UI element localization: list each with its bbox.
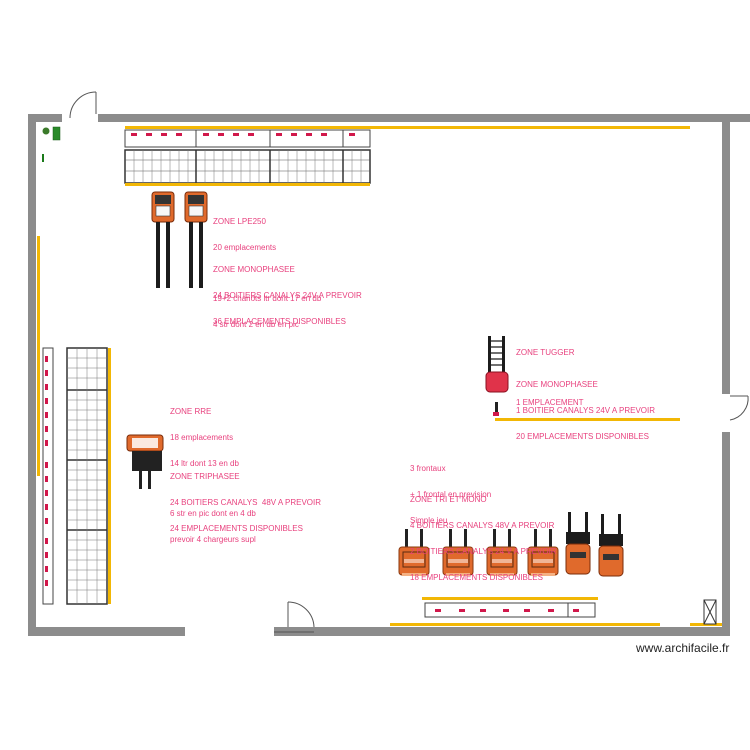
door-arc-icon bbox=[274, 601, 315, 633]
zone-title: ZONE MONOPHASEE bbox=[516, 380, 598, 390]
door-arc-icon bbox=[729, 395, 749, 421]
zone-tri-mono-label: ZONE TRI ET MONO 4 BOITIERS CANALYS 48V … bbox=[410, 479, 557, 591]
zone-triphasee-label: ZONE TRIPHASEE 24 BOITIERS CANALYS 48V A… bbox=[170, 456, 321, 542]
rack-icon bbox=[124, 149, 371, 186]
zone-title: ZONE LPE250 bbox=[213, 217, 266, 227]
reach-truck-icon bbox=[565, 511, 591, 575]
zone-rre-label: ZONE RRE 18 emplacements 14 ltr dont 13 … bbox=[170, 391, 256, 553]
zone-info: 4 BOITIERS CANALYS 48V A PREVOIR bbox=[410, 520, 555, 530]
zone-info: 3 frontaux bbox=[410, 464, 446, 474]
zone-info: 36 EMPLACEMENTS DISPONIBLES bbox=[213, 316, 346, 326]
zone-detail: prevoir 4 chargeurs supl bbox=[170, 534, 256, 544]
tugger-icon bbox=[485, 336, 509, 416]
forklift-icon bbox=[126, 434, 164, 489]
zone-info: 24 BOITIERS CANALYS 24V A PREVOIR bbox=[213, 290, 362, 300]
zone-title: ZONE RRE bbox=[170, 407, 212, 417]
watermark: www.archifacile.fr bbox=[636, 641, 730, 655]
zone-info: + 1 frontal en prevision bbox=[410, 489, 492, 499]
zone-mono-right-label: ZONE MONOPHASEE 1 BOITIER CANALYS 24V A … bbox=[516, 364, 655, 450]
door-arc-icon bbox=[69, 91, 97, 119]
zone-info: 1 BOITIER CANALYS 24V A PREVOIR bbox=[516, 405, 656, 415]
fire-extinguisher-icon bbox=[42, 126, 61, 141]
zone-slots: 18 emplacements bbox=[170, 432, 234, 442]
electrical-panel-icon bbox=[703, 599, 717, 625]
zone-title: ZONE TRI ET MONO bbox=[410, 495, 487, 505]
zone-info: 24 BOITIERS CANALYS 48V A PREVOIR bbox=[170, 497, 322, 507]
zone-title: ZONE TRIPHASEE bbox=[170, 472, 240, 482]
zone-info: 18 EMPLACEMENTS DISPONIBLES bbox=[410, 572, 543, 582]
zone-title: ZONE TUGGER bbox=[516, 348, 575, 358]
zone-detail: 19+2 chariots ltr dont 17 en db bbox=[213, 293, 322, 303]
zone-info: 20 EMPLACEMENTS DISPONIBLES bbox=[516, 431, 649, 441]
charger-shelf-bottom bbox=[422, 597, 598, 618]
zone-detail: 14 ltr dont 13 en db bbox=[170, 458, 239, 468]
charger-shelf-top bbox=[124, 129, 371, 148]
zone-slots: 1 EMPLACEMENT bbox=[516, 398, 584, 408]
reach-truck-icon bbox=[151, 191, 175, 289]
zone-info: Simple jeu bbox=[410, 515, 448, 525]
frontaux-label: 3 frontaux + 1 frontal en prevision Simp… bbox=[410, 448, 491, 534]
zone-slots: 20 emplacements bbox=[213, 242, 277, 252]
building-walls bbox=[28, 114, 750, 636]
zone-info: 2 BOITIERS CANALYS 24 V A PREVOIR bbox=[410, 546, 557, 556]
zone-detail: 4 str dont 2 en db en pic bbox=[213, 319, 299, 329]
zone-info: 24 EMPLACEMENTS DISPONIBLES bbox=[170, 523, 303, 533]
zone-title: ZONE MONOPHASEE bbox=[213, 265, 295, 275]
zone-lpe250-label: ZONE LPE250 20 emplacements 19+2 chariot… bbox=[213, 201, 321, 338]
rack-icon bbox=[66, 347, 111, 605]
zone-detail: 6 str en pic dont en 4 db bbox=[170, 508, 256, 518]
reach-truck-icon bbox=[598, 513, 624, 577]
charger-shelf-left bbox=[42, 347, 54, 605]
electrical-panel-icon bbox=[42, 154, 44, 162]
zone-tugger-label: ZONE TUGGER 1 EMPLACEMENT bbox=[516, 332, 584, 416]
reach-truck-icon bbox=[184, 191, 208, 289]
zone-mono-top-label: ZONE MONOPHASEE 24 BOITIERS CANALYS 24V … bbox=[213, 249, 362, 335]
